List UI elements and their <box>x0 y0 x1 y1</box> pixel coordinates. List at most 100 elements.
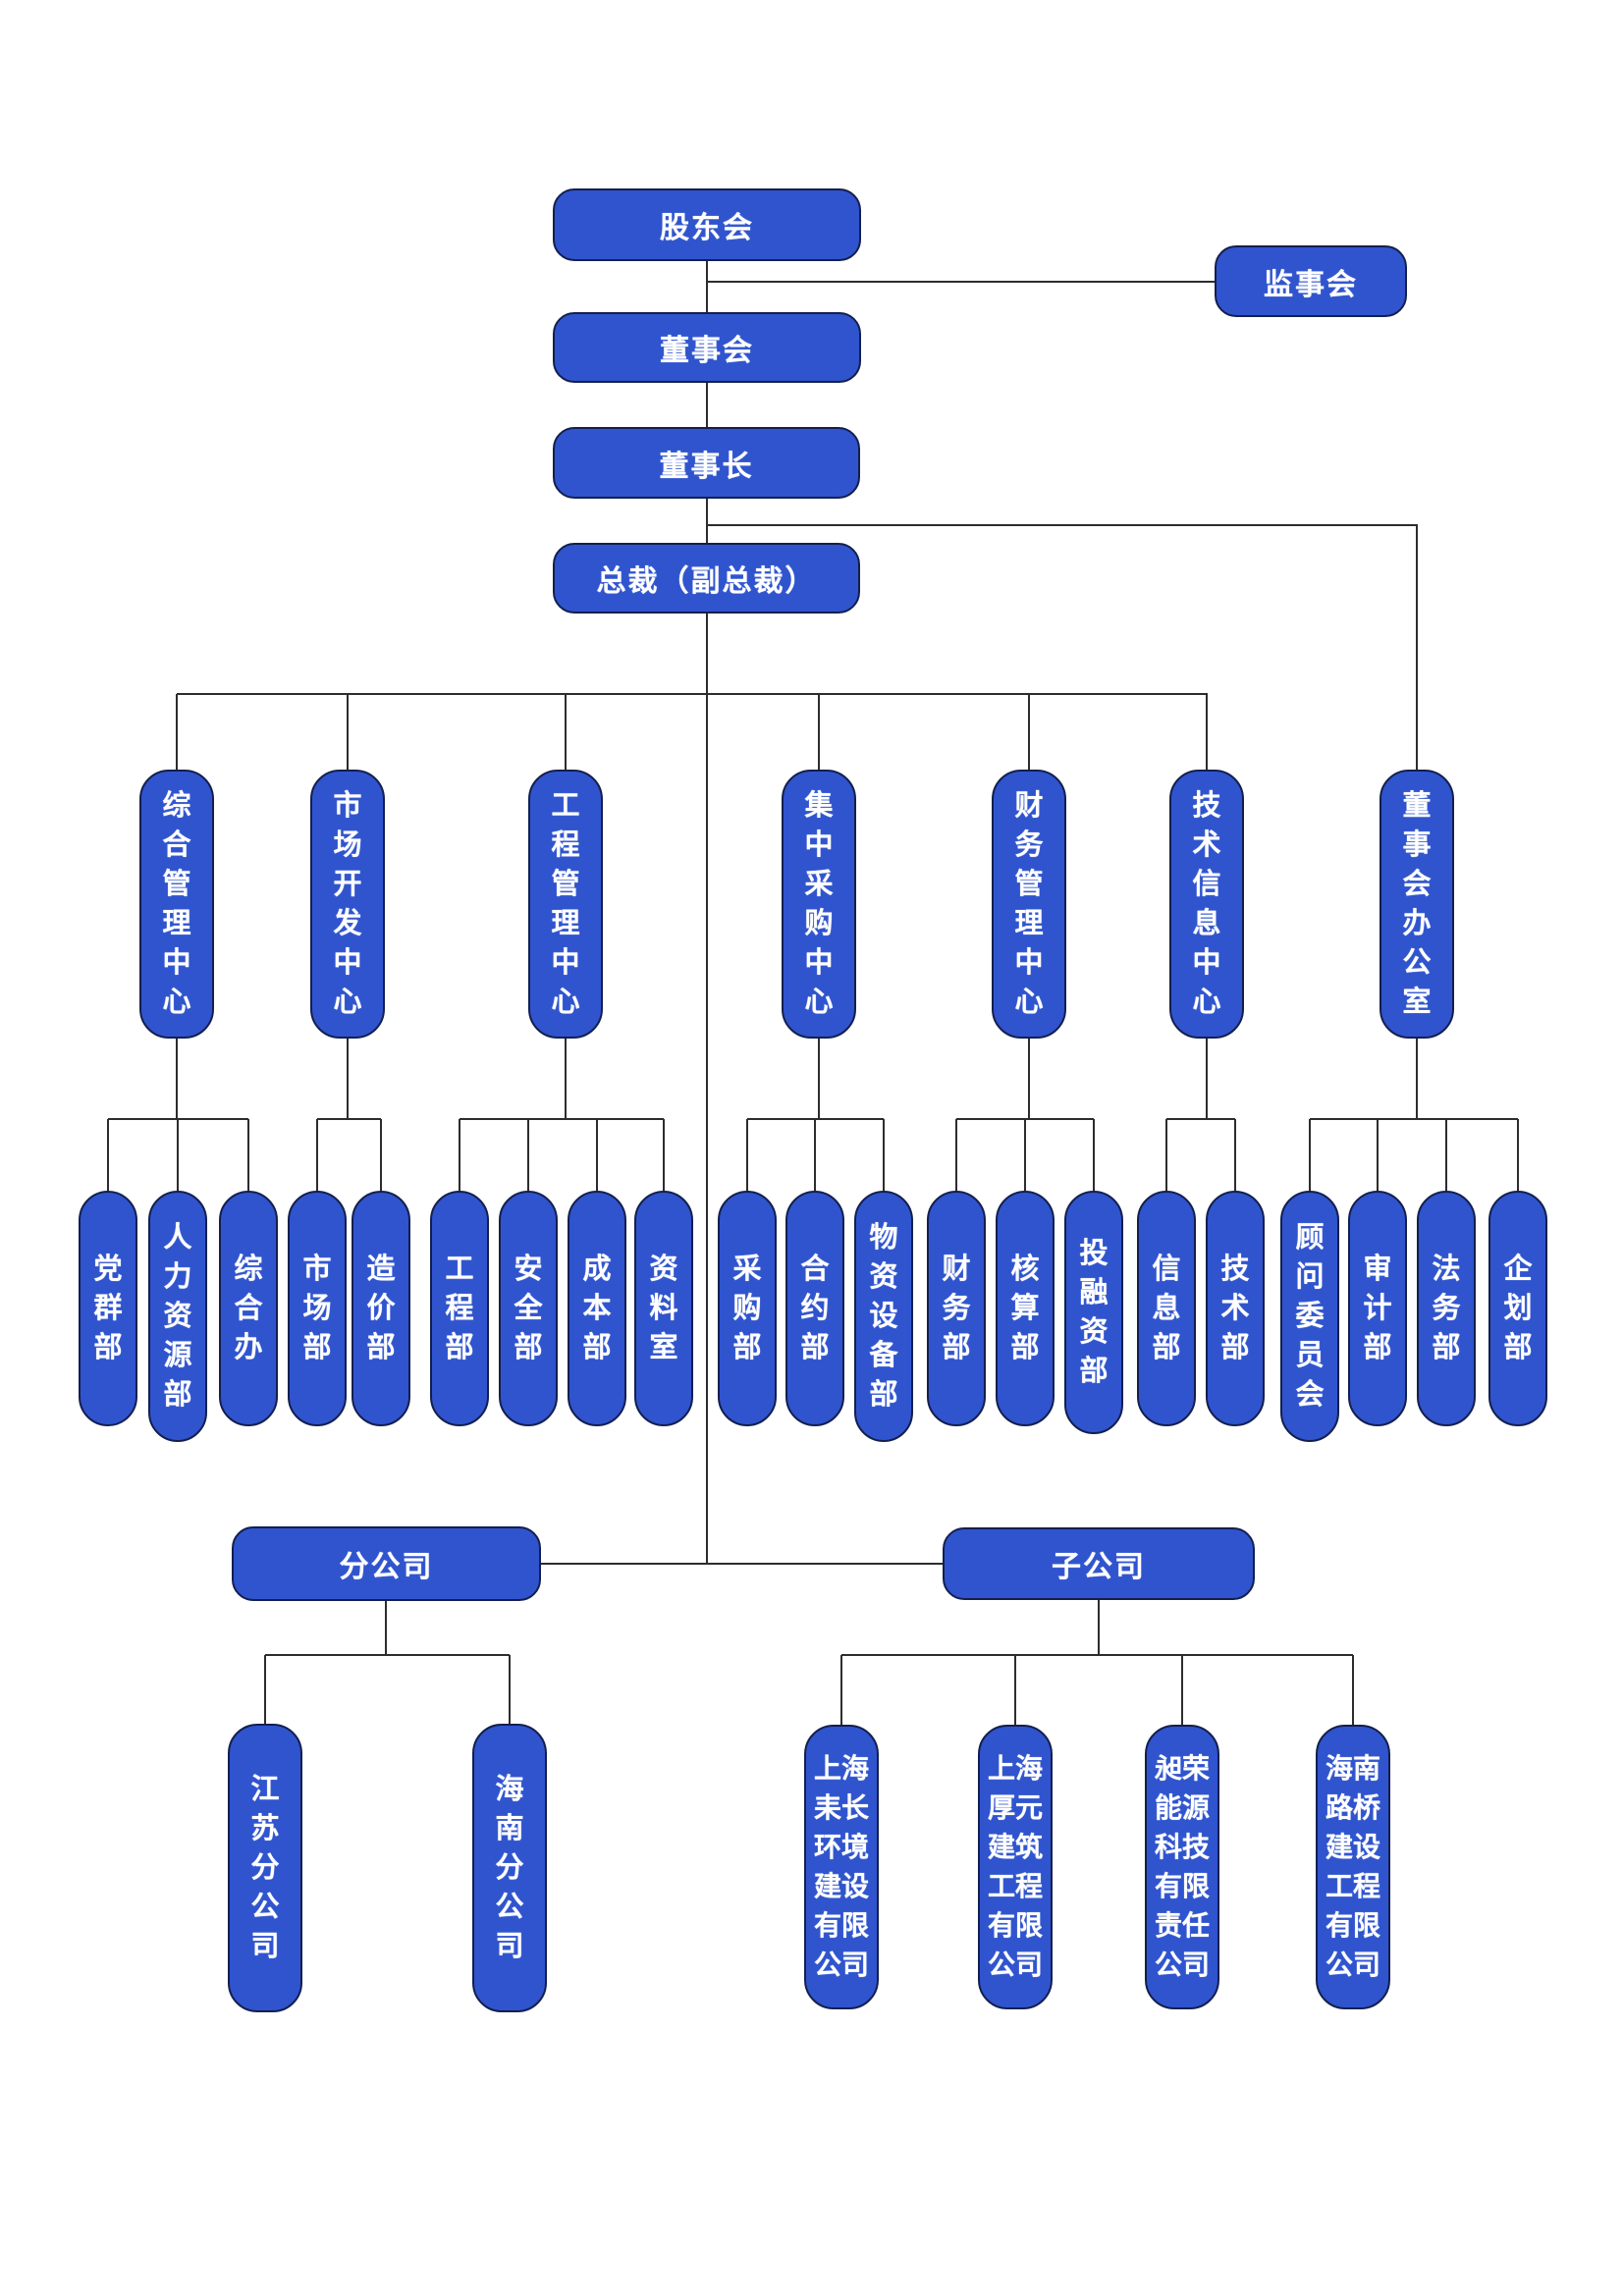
connector-line <box>1024 1119 1026 1191</box>
connector-line <box>1165 1119 1167 1191</box>
node-chairman: 董事长 <box>553 427 860 499</box>
connector-line <box>527 1119 529 1191</box>
connector-line <box>1416 525 1418 770</box>
connector-line <box>509 1655 511 1724</box>
node-procurement-dept: 采购部 <box>718 1191 777 1426</box>
connector-line <box>316 1119 318 1191</box>
connector-line <box>841 1654 1353 1656</box>
connector-line <box>1206 1039 1208 1119</box>
node-hainan-branch: 海南分公司 <box>472 1724 547 2012</box>
node-shareholders-meeting: 股东会 <box>553 188 861 261</box>
connector-line <box>1234 1119 1236 1191</box>
node-board-office: 董事会办公室 <box>1380 770 1454 1039</box>
node-label: 市场部 <box>302 1254 332 1363</box>
node-label: 党群部 <box>93 1254 123 1363</box>
node-human-resources-dept: 人力资源部 <box>148 1191 207 1442</box>
node-label: 董事会办公室 <box>1402 790 1432 1018</box>
node-archives-room: 资料室 <box>634 1191 693 1426</box>
connector-line <box>264 1655 266 1724</box>
node-advisory-committee: 顾问委员会 <box>1280 1191 1339 1442</box>
node-label: 资料室 <box>649 1254 678 1363</box>
node-label: 上海耒长环境建设有限公司 <box>813 1753 869 1980</box>
node-president: 总裁（副总裁） <box>553 543 860 614</box>
node-audit-dept: 审计部 <box>1348 1191 1407 1426</box>
connector-line <box>265 1654 510 1656</box>
node-label: 分公司 <box>339 1551 434 1583</box>
node-label: 顾问委员会 <box>1295 1222 1325 1411</box>
connector-line <box>1028 694 1030 770</box>
node-label: 造价部 <box>366 1254 396 1363</box>
connector-line <box>706 383 708 427</box>
node-label: 子公司 <box>1052 1551 1146 1583</box>
connector-line <box>177 1119 179 1191</box>
node-market-development-center: 市场开发中心 <box>310 770 385 1039</box>
node-label: 审计部 <box>1363 1254 1392 1363</box>
connector-line <box>565 1039 567 1119</box>
connector-line <box>818 694 820 770</box>
connector-line <box>107 1119 109 1191</box>
connector-line <box>840 1655 842 1725</box>
node-supervisory-board: 监事会 <box>1215 245 1407 317</box>
node-label: 技术部 <box>1220 1254 1250 1363</box>
node-label: 安全部 <box>514 1254 543 1363</box>
connector-line <box>177 693 1208 695</box>
node-label: 董事会 <box>660 335 754 367</box>
connector-line <box>247 1119 249 1191</box>
node-label: 监事会 <box>1264 268 1358 301</box>
connector-line <box>385 1601 387 1655</box>
node-finance-management-center: 财务管理中心 <box>992 770 1066 1039</box>
node-technology-dept: 技术部 <box>1206 1191 1265 1426</box>
node-shanghai-leichang-environment: 上海耒长环境建设有限公司 <box>804 1725 879 2009</box>
connector-line <box>317 1118 381 1120</box>
node-label: 法务部 <box>1432 1254 1461 1363</box>
connector-line <box>1093 1119 1095 1191</box>
connector-line <box>565 694 567 770</box>
node-party-masses-dept: 党群部 <box>79 1191 137 1426</box>
connector-line <box>706 614 708 1564</box>
node-contracts-dept: 合约部 <box>785 1191 844 1426</box>
connector-line <box>707 281 1215 283</box>
connector-line <box>176 694 178 770</box>
node-label: 财务部 <box>942 1254 971 1363</box>
node-hainan-luqiao-engineering: 海南路桥建设工程有限公司 <box>1316 1725 1390 2009</box>
node-finance-dept: 财务部 <box>927 1191 986 1426</box>
node-jiangsu-branch: 江苏分公司 <box>228 1724 302 2012</box>
connector-line <box>814 1119 816 1191</box>
connector-line <box>1352 1655 1354 1725</box>
node-engineering-management-center: 工程管理中心 <box>528 770 603 1039</box>
connector-line <box>347 1039 349 1119</box>
node-cost-dept: 成本部 <box>568 1191 626 1426</box>
connector-line <box>1098 1600 1100 1655</box>
node-label: 上海厚元建筑工程有限公司 <box>987 1753 1043 1980</box>
connector-line <box>955 1119 957 1191</box>
node-label: 海南分公司 <box>495 1774 524 1962</box>
connector-line <box>380 1119 382 1191</box>
node-label: 财务管理中心 <box>1014 790 1044 1018</box>
node-label: 市场开发中心 <box>333 790 362 1018</box>
node-planning-dept: 企划部 <box>1488 1191 1547 1426</box>
node-general-management-center: 综合管理中心 <box>139 770 214 1039</box>
connector-line <box>883 1119 885 1191</box>
connector-line <box>1517 1119 1519 1191</box>
node-materials-equipment-dept: 物资设备部 <box>854 1191 913 1442</box>
node-label: 工程部 <box>445 1254 474 1363</box>
node-investment-financing-dept: 投融资部 <box>1064 1191 1123 1434</box>
node-label: 总裁（副总裁） <box>596 565 817 598</box>
connector-line <box>1445 1119 1447 1191</box>
connector-line <box>1206 694 1208 770</box>
node-centralized-procurement-center: 集中采购中心 <box>782 770 856 1039</box>
node-legal-dept: 法务部 <box>1417 1191 1476 1426</box>
node-label: 核算部 <box>1010 1254 1040 1363</box>
node-technology-information-center: 技术信息中心 <box>1169 770 1244 1039</box>
node-label: 综合管理中心 <box>162 790 191 1018</box>
node-label: 董事长 <box>659 450 754 483</box>
connector-line <box>1309 1119 1311 1191</box>
node-safety-dept: 安全部 <box>499 1191 558 1426</box>
connector-line <box>1166 1118 1235 1120</box>
node-engineering-dept: 工程部 <box>430 1191 489 1426</box>
node-general-office: 综合办 <box>219 1191 278 1426</box>
node-label: 人力资源部 <box>163 1222 192 1411</box>
node-label: 成本部 <box>582 1254 612 1363</box>
connector-line <box>706 261 708 312</box>
